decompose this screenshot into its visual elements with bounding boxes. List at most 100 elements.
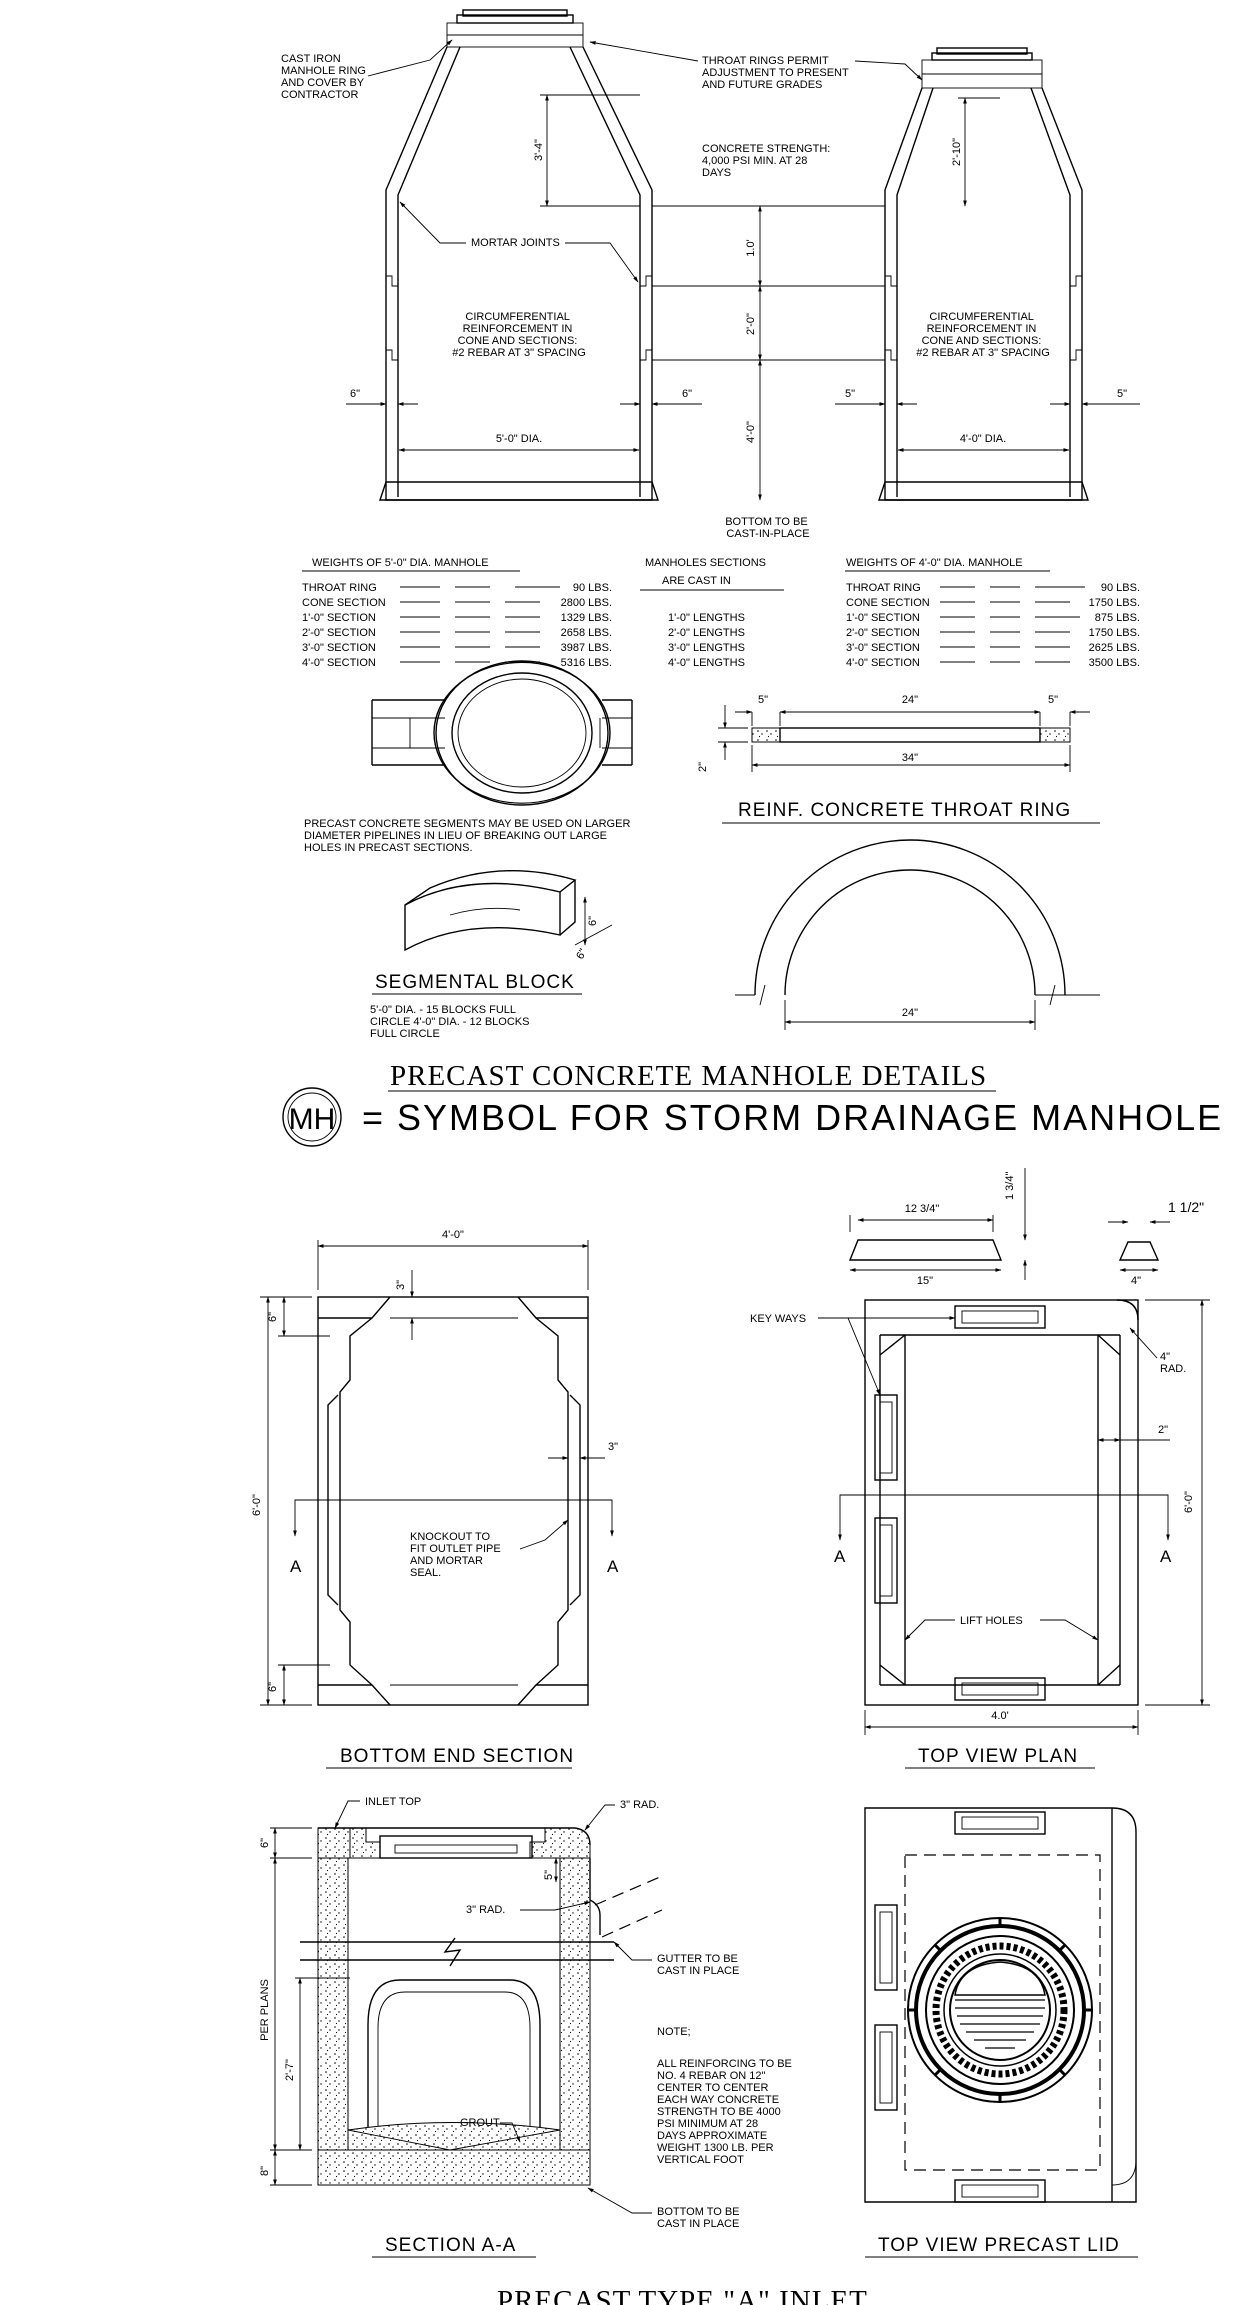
manhole-notes: CAST IRON MANHOLE RING AND COVER BY CONT…	[281, 39, 1050, 540]
throat-rings-note: THROAT RINGS PERMIT ADJUSTMENT TO PRESEN…	[702, 55, 852, 91]
manhole-4ft-elevation: 2'-10" 4'-0" DIA. 5" 5"	[835, 47, 1140, 501]
bottom-end-d6-bot: 6"	[267, 1682, 279, 1692]
bottom-cast-note: BOTTOM TO BE CAST-IN-PLACE	[725, 516, 811, 540]
plan-d1234: 12 3/4"	[905, 1203, 940, 1215]
throat-d34: 34"	[902, 752, 918, 764]
bottom-end-height: 6'-0"	[251, 1494, 263, 1516]
lift-holes-label: LIFT HOLES	[960, 1615, 1023, 1627]
dia-5ft: 5'-0" DIA.	[496, 433, 542, 445]
reinforcement-note-4ft: CIRCUMFERENTIAL REINFORCEMENT IN CONE AN…	[916, 311, 1050, 359]
wall-6-left: 6"	[350, 388, 360, 400]
weights-4ft-label: THROAT RING	[846, 582, 921, 594]
rad3-mid-label: 3" RAD.	[466, 1904, 505, 1916]
wall-5-right: 5"	[1117, 388, 1127, 400]
section-d5: 5"	[543, 1870, 555, 1880]
weights-4ft-title: WEIGHTS OF 4'-0" DIA. MANHOLE	[846, 557, 1023, 569]
symbol-legend-text: = SYMBOL FOR STORM DRAINAGE MANHOLE	[362, 1097, 1223, 1138]
segment-pipe-plan	[371, 660, 633, 806]
mortar-joints-note: MORTAR JOINTS	[471, 237, 560, 249]
segmental-block-title: SEGMENTAL BLOCK	[375, 972, 575, 993]
sections-title: ARE CAST IN	[662, 575, 731, 587]
weights-5ft-label: 4'-0" SECTION	[302, 657, 376, 669]
weights-5ft-value: 2658 LBS.	[561, 627, 612, 639]
weights-5ft-value: 1329 LBS.	[561, 612, 612, 624]
plan-d4: 4"	[1131, 1275, 1141, 1287]
weights-5ft-label: 2'-0" SECTION	[302, 627, 376, 639]
weights-4ft-label: 1'-0" SECTION	[846, 612, 920, 624]
weights-5ft-value: 5316 LBS.	[561, 657, 612, 669]
plan-width: 4.0'	[991, 1710, 1008, 1722]
cone-height-5ft: 3'-4"	[533, 139, 545, 161]
weights-4ft-value: 1750 LBS.	[1089, 627, 1140, 639]
weights-4ft-label: 2'-0" SECTION	[846, 627, 920, 639]
manhole-sections-list: MANHOLES SECTIONS ARE CAST IN 1'-0" LENG…	[640, 557, 784, 669]
top-view-plan-drawing: A A KEY WAYS LIFT HOLES 12 3/4" 15" 1 3/…	[750, 1168, 1210, 1735]
throat-d5b: 5"	[1048, 694, 1058, 706]
precast-lid-drawing	[864, 1807, 1137, 2203]
concrete-strength-note: CONCRETE STRENGTH: 4,000 PSI MIN. AT 28 …	[702, 143, 833, 179]
section-height-dims: 1.0' 2'-0" 4'-0"	[652, 205, 885, 501]
plan-d15: 15"	[917, 1275, 933, 1287]
weights-4ft-value: 2625 LBS.	[1089, 642, 1140, 654]
sections-title: MANHOLES SECTIONS	[645, 557, 766, 569]
weights-4ft-label: 3'-0" SECTION	[846, 642, 920, 654]
manhole-details-title: PRECAST CONCRETE MANHOLE DETAILS	[390, 1060, 987, 1092]
weights-table-5ft: WEIGHTS OF 5'-0" DIA. MANHOLE THROAT RIN…	[302, 557, 612, 669]
inlet-title: PRECAST TYPE "A" INLET	[497, 2285, 868, 2305]
plan-cut-a-right: A	[1160, 1547, 1172, 1566]
segmental-block-note: 5'-0" DIA. - 15 BLOCKS FULL CIRCLE 4'-0"…	[370, 1004, 533, 1040]
arc-d24: 24"	[902, 1007, 918, 1019]
section-1ft: 1.0'	[745, 239, 757, 256]
grout-label: GROUT	[460, 2117, 500, 2129]
section-cut-a-right: A	[607, 1557, 619, 1576]
weights-5ft-label: CONE SECTION	[302, 597, 386, 609]
weights-table-4ft: WEIGHTS OF 4'-0" DIA. MANHOLE THROAT RIN…	[845, 557, 1140, 669]
weights-5ft-value: 90 LBS.	[573, 582, 612, 594]
manhole-cover-icon	[907, 1917, 1093, 2103]
rad3-top-label: 3" RAD.	[620, 1799, 659, 1811]
plan-d112: 1 1/2"	[1168, 1199, 1204, 1215]
weights-4ft-value: 1750 LBS.	[1089, 597, 1140, 609]
throat-d2: 2"	[697, 762, 709, 772]
section-length: 2'-0" LENGTHS	[668, 627, 745, 639]
bottom-end-d6-top: 6"	[267, 1312, 279, 1322]
bottom-end-width: 4'-0"	[442, 1229, 464, 1241]
section-cut-a-left: A	[290, 1557, 302, 1576]
manhole-5ft-elevation: 3'-4" 5'-0" DIA. 6" 6"	[346, 9, 702, 501]
reinforcement-note-5ft: CIRCUMFERENTIAL REINFORCEMENT IN CONE AN…	[452, 311, 586, 359]
throat-d24: 24"	[902, 694, 918, 706]
segmental-block-drawing: 6" 6"	[404, 870, 613, 962]
reinforcing-note: ALL REINFORCING TO BE NO. 4 REBAR ON 12"…	[657, 2058, 795, 2166]
section-2ft: 2'-0"	[745, 313, 757, 335]
top-view-plan-title: TOP VIEW PLAN	[918, 1746, 1078, 1767]
section-aa-title: SECTION A-A	[385, 2235, 516, 2256]
weights-4ft-value: 875 LBS.	[1095, 612, 1140, 624]
weights-5ft-label: 1'-0" SECTION	[302, 612, 376, 624]
cone-height-4ft: 2'-10"	[951, 138, 963, 166]
weights-5ft-label: THROAT RING	[302, 582, 377, 594]
weights-5ft-rows: THROAT RING CONE SECTION 1'-0" SECTION 2…	[302, 582, 612, 669]
section-d8: 8"	[259, 2166, 271, 2176]
segment-dim-w: 6"	[574, 947, 589, 962]
plan-cut-a-left: A	[834, 1547, 846, 1566]
plan-d2: 2"	[1158, 1424, 1168, 1436]
bottom-end-d3-top: 3"	[395, 1280, 407, 1290]
section-length: 3'-0" LENGTHS	[668, 642, 745, 654]
weights-5ft-title: WEIGHTS OF 5'-0" DIA. MANHOLE	[312, 557, 489, 569]
throat-ring-arc: 24"	[735, 839, 1100, 1030]
precast-lid-title: TOP VIEW PRECAST LID	[878, 2235, 1120, 2256]
plan-height: 6'-0"	[1183, 1491, 1195, 1513]
weights-5ft-label: 3'-0" SECTION	[302, 642, 376, 654]
weights-4ft-label: 4'-0" SECTION	[846, 657, 920, 669]
section-length: 4'-0" LENGTHS	[668, 657, 745, 669]
cast-iron-note: CAST IRON MANHOLE RING AND COVER BY CONT…	[281, 53, 369, 101]
segments-note: PRECAST CONCRETE SEGMENTS MAY BE USED ON…	[304, 818, 633, 854]
section-4ft: 4'-0"	[745, 421, 757, 443]
throat-ring-title: REINF. CONCRETE THROAT RING	[738, 800, 1071, 821]
weights-4ft-value: 3500 LBS.	[1089, 657, 1140, 669]
plan-rad: 4" RAD.	[1160, 1351, 1186, 1375]
weights-5ft-value: 2800 LBS.	[561, 597, 612, 609]
per-plans-label: PER PLANS	[259, 1979, 271, 2041]
section-d6: 6"	[259, 1838, 271, 1848]
wall-6-right: 6"	[682, 388, 692, 400]
